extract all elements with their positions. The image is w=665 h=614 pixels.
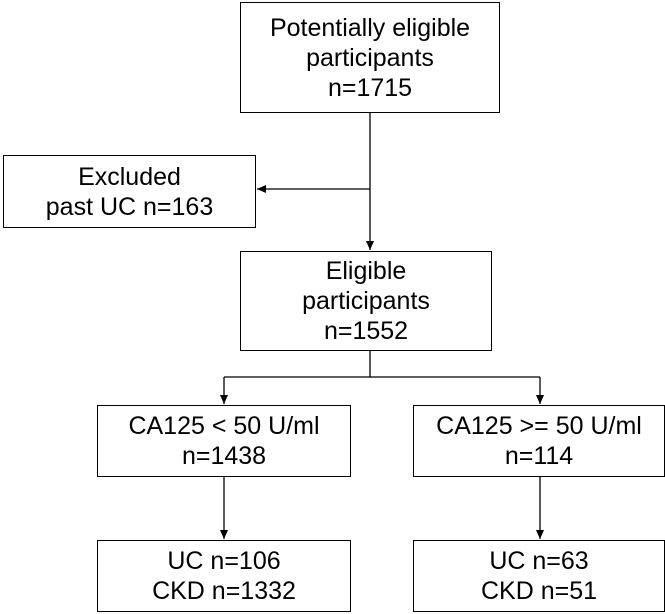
box-text: participants — [306, 43, 434, 72]
box-ca125-low: CA125 < 50 U/ml n=1438 — [97, 405, 351, 477]
box-potentially-eligible: Potentially eligible participants n=1715 — [240, 2, 500, 113]
box-excluded: Excluded past UC n=163 — [3, 155, 256, 228]
box-text: UC n=106 — [167, 547, 281, 575]
box-text: Eligible — [325, 257, 407, 285]
box-text: CA125 >= 50 U/ml — [436, 412, 642, 440]
box-text: Excluded — [78, 162, 181, 191]
box-outcome-low: UC n=106 CKD n=1332 — [97, 540, 351, 612]
box-text: past UC n=163 — [45, 192, 214, 221]
box-text: CKD n=1332 — [152, 577, 296, 605]
box-text: CKD n=51 — [480, 577, 598, 605]
box-eligible: Eligible participants n=1552 — [240, 251, 492, 351]
box-text: CA125 < 50 U/ml — [128, 412, 320, 440]
box-outcome-high: UC n=63 CKD n=51 — [413, 540, 665, 612]
box-text: n=1552 — [323, 317, 409, 345]
box-text: UC n=63 — [489, 547, 589, 575]
box-text: participants — [302, 287, 430, 315]
box-text: Potentially eligible — [269, 13, 471, 42]
box-text: n=1438 — [181, 442, 267, 470]
box-ca125-high: CA125 >= 50 U/ml n=114 — [413, 405, 665, 477]
box-text: n=114 — [504, 442, 574, 470]
box-text: n=1715 — [327, 73, 413, 102]
